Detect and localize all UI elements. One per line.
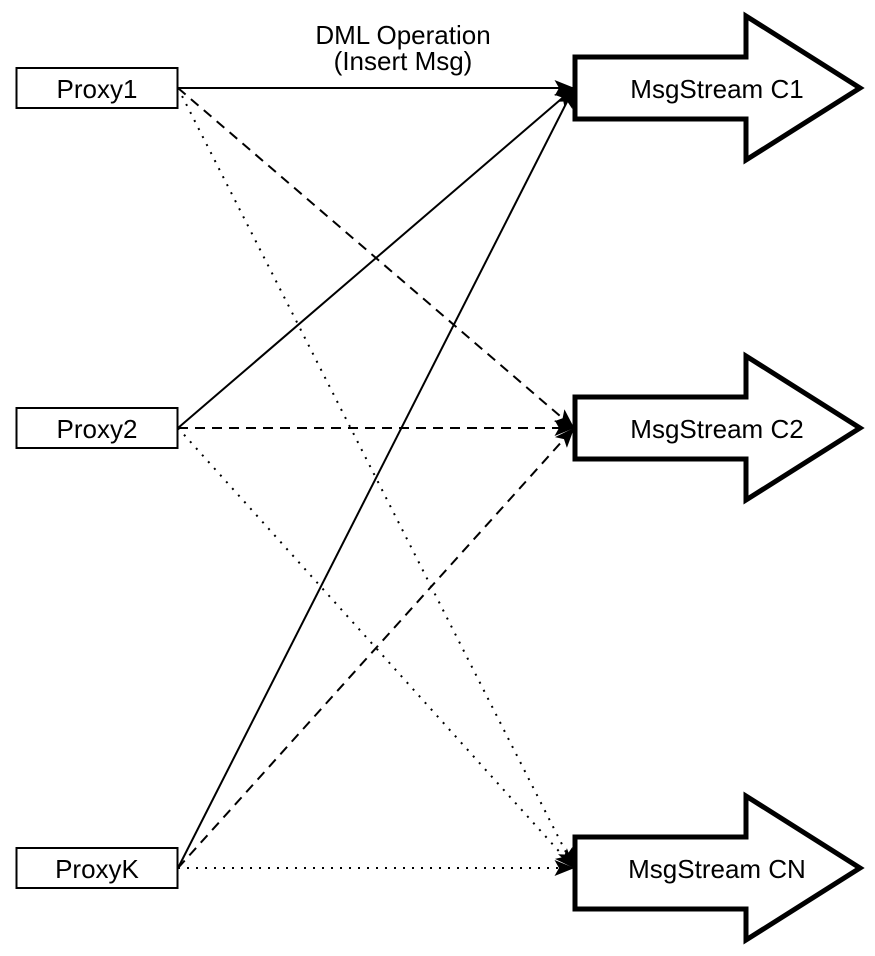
proxyk-label: ProxyK bbox=[55, 854, 139, 884]
node-msgstream-cn: MsgStream CN bbox=[572, 791, 865, 945]
proxy1-box bbox=[15, 67, 179, 109]
node-msgstream-c2: MsgStream C2 bbox=[572, 351, 865, 505]
proxy2-box bbox=[15, 407, 179, 449]
node-proxy2: Proxy2 bbox=[15, 407, 179, 449]
proxyk-box bbox=[15, 847, 179, 889]
annotation-line1: DML Operation bbox=[315, 20, 490, 50]
node-msgstream-c1: MsgStream C1 bbox=[572, 11, 865, 165]
proxy2-label: Proxy2 bbox=[57, 414, 138, 444]
msgstream-cn-arrow-shape bbox=[572, 791, 865, 945]
connection-proxy1-cn bbox=[177, 87, 575, 869]
node-proxyk: ProxyK bbox=[15, 847, 179, 889]
node-proxy1: Proxy1 bbox=[15, 67, 179, 109]
msgstream-c1-label: MsgStream C1 bbox=[630, 74, 803, 104]
msgstream-c2-arrow-shape bbox=[572, 351, 865, 505]
connections-layer bbox=[177, 80, 575, 876]
annotation-line2: (Insert Msg) bbox=[334, 46, 473, 76]
connection-proxy2-c1 bbox=[177, 87, 575, 429]
msgstream-c1-arrow-shape bbox=[572, 11, 865, 165]
connection-proxyk-c1 bbox=[177, 87, 575, 869]
msgstream-cn-label: MsgStream CN bbox=[628, 854, 806, 884]
proxy1-label: Proxy1 bbox=[57, 74, 138, 104]
dml-operation-annotation: DML Operation (Insert Msg) bbox=[315, 20, 490, 76]
connection-proxyk-c2 bbox=[177, 427, 575, 869]
msgstream-c2-label: MsgStream C2 bbox=[630, 414, 803, 444]
